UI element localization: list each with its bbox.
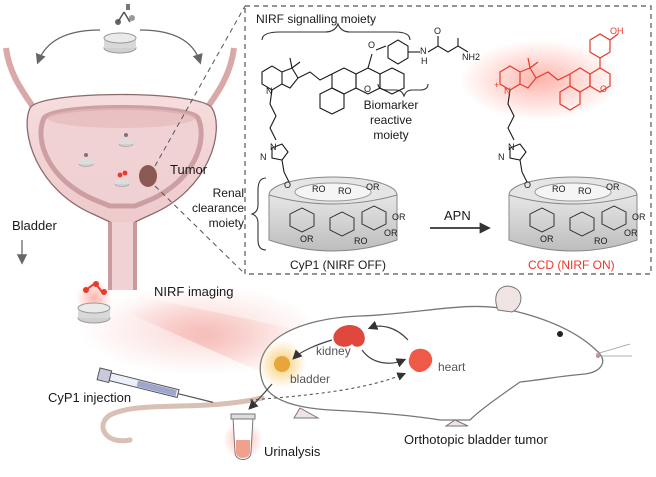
label-cyp1: CyP1 (NIRF OFF) — [290, 258, 386, 272]
label-bladder-organ: bladder — [290, 372, 331, 386]
atom-n-triazole-right2: N — [498, 152, 505, 162]
label-urinalysis: Urinalysis — [264, 444, 321, 459]
atom-plus-ccd: + — [494, 80, 500, 90]
atom-h-amide: H — [421, 56, 428, 66]
atom-n-triazole-left2: N — [260, 152, 267, 162]
atom-oh: OH — [610, 26, 624, 36]
mouse-ear — [495, 285, 522, 313]
bladder-probe-a — [78, 153, 94, 167]
atom-o-ccd: O — [600, 84, 608, 94]
bladder-probe-red — [114, 170, 130, 187]
arrow-to-right-ureter — [139, 29, 203, 65]
atom-or-3: OR — [384, 228, 398, 238]
mouse-illustration — [100, 285, 632, 444]
atom-or-r1: OR — [606, 182, 620, 192]
atom-ro-2: RO — [338, 186, 352, 196]
label-orthotopic: Orthotopic bladder tumor — [404, 432, 548, 447]
atom-or-1: OR — [366, 182, 380, 192]
label-tumor: Tumor — [170, 162, 208, 177]
nirf-beam-glow — [80, 285, 320, 375]
atom-ro-r2: RO — [578, 186, 592, 196]
cyp1-cyclodextrin — [268, 176, 398, 252]
atom-or-4: OR — [300, 234, 314, 244]
atom-ro-r1: RO — [552, 184, 566, 194]
label-cyp1-injection: CyP1 injection — [48, 390, 132, 405]
heart-organ — [408, 348, 433, 373]
atom-n-triazole-left: N — [270, 142, 277, 152]
tumor-mass — [139, 165, 157, 187]
activated-probe-icon — [76, 280, 112, 324]
label-kidney: kidney — [316, 344, 351, 358]
brace-renal — [250, 177, 267, 251]
ccd-structure — [499, 33, 619, 111]
atom-n-triazole-right: N — [508, 142, 515, 152]
bladder-probe-b — [118, 133, 134, 147]
atom-or-r3: OR — [624, 228, 638, 238]
atom-ro-r3: RO — [594, 236, 608, 246]
atom-n-ccd: N — [504, 86, 511, 96]
label-bladder: Bladder — [12, 218, 57, 233]
mouse-eye — [557, 331, 563, 337]
atom-or-r4: OR — [540, 234, 554, 244]
arrow-to-left-ureter — [35, 29, 101, 65]
atom-o-linker-right: O — [524, 180, 532, 190]
atom-o-xanthene: O — [364, 84, 372, 94]
atom-o-carbonyl: O — [434, 26, 442, 36]
atom-or-2: OR — [392, 212, 406, 222]
mouse-tail — [100, 395, 265, 444]
arrow-kidney-to-heart — [361, 349, 407, 368]
ccd-cyclodextrin — [508, 176, 638, 252]
urinalysis-tube — [223, 413, 263, 460]
arrow-injection-to-heart — [249, 372, 407, 401]
zoom-line-top — [154, 5, 246, 167]
syringe-icon — [96, 367, 214, 403]
atom-ro-1: RO — [312, 184, 326, 194]
label-nirf-signalling: NIRF signalling moiety — [256, 12, 377, 26]
zoom-line-bottom — [154, 185, 246, 275]
arrow-kidney-to-bladder — [292, 339, 333, 360]
kidney-organ — [333, 325, 365, 347]
bladder-illustration — [26, 93, 217, 290]
atom-n-indole-left: N — [266, 86, 273, 96]
arrow-heart-to-kidney — [367, 320, 409, 341]
label-nirf-imaging: NIRF imaging — [154, 284, 234, 299]
atom-or-r2: OR — [632, 212, 646, 222]
ccd-glow — [460, 40, 620, 120]
label-apn: APN — [444, 208, 471, 223]
atom-n-amide: N — [420, 46, 427, 56]
brace-nirf — [261, 22, 411, 41]
label-heart: heart — [438, 360, 466, 374]
chemistry-panel — [244, 5, 652, 275]
label-renal-clearance: Renal clearance moiety — [191, 186, 244, 230]
probe-icon-top — [103, 4, 137, 54]
ccd-chain — [507, 89, 529, 185]
atom-nh2: NH2 — [462, 52, 481, 62]
atom-o-linker-left: O — [284, 180, 292, 190]
arrow-bladder-to-tube — [248, 383, 273, 410]
atom-ro-3: RO — [354, 236, 368, 246]
label-ccd: CCD (NIRF ON) — [528, 258, 615, 272]
atom-o-ether: O — [368, 40, 376, 50]
cyp1-structure — [261, 36, 469, 185]
label-biomarker-reactive: Biomarker reactive moiety — [363, 98, 419, 142]
brace-biomarker — [377, 83, 429, 98]
